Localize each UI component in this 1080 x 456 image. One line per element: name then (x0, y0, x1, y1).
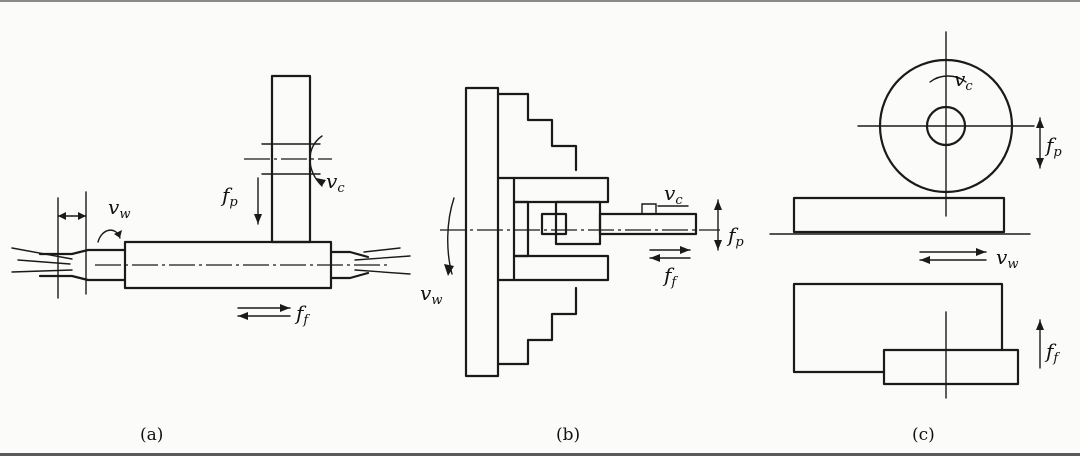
workpiece-b-bottom (512, 254, 610, 282)
label-vw-a: vw (108, 195, 130, 222)
caption-a: (a) (140, 425, 163, 445)
rotation-arrow-vc-c (929, 75, 967, 83)
diagram-a: vw vc fp ff (a) (11, 74, 411, 445)
workpiece-c (792, 196, 1006, 234)
label-vc-a: vc (326, 169, 345, 196)
rotation-arrow-vw-b (447, 197, 455, 275)
label-vw-b: vw (420, 281, 442, 308)
label-ff-b: ff (662, 263, 678, 290)
label-ff-c: ff (1044, 339, 1060, 366)
grinding-wheel-b (554, 200, 602, 246)
diagram-c: vc fp vw ff (c) (769, 31, 1062, 445)
workpiece-b-top (512, 176, 610, 204)
label-ff-a: ff (294, 301, 310, 328)
label-fp-b: fp (726, 223, 744, 250)
grinding-wheel-c-side (882, 348, 1020, 386)
diagram-b: vc fp ff vw (b) (420, 86, 744, 445)
label-vc-b: vc (664, 181, 683, 208)
label-vc-c: vc (954, 67, 973, 94)
spindle-b (598, 212, 698, 236)
label-fp-a: fp (220, 183, 238, 210)
rotation-arrow-vw-a (97, 229, 121, 243)
chuck-plate-b (464, 86, 500, 378)
label-fp-c: fp (1044, 133, 1062, 160)
rotation-arrow-vc-a (309, 135, 323, 187)
caption-b: (b) (556, 425, 580, 445)
label-vw-c: vw (996, 245, 1018, 272)
caption-c: (c) (912, 425, 935, 445)
